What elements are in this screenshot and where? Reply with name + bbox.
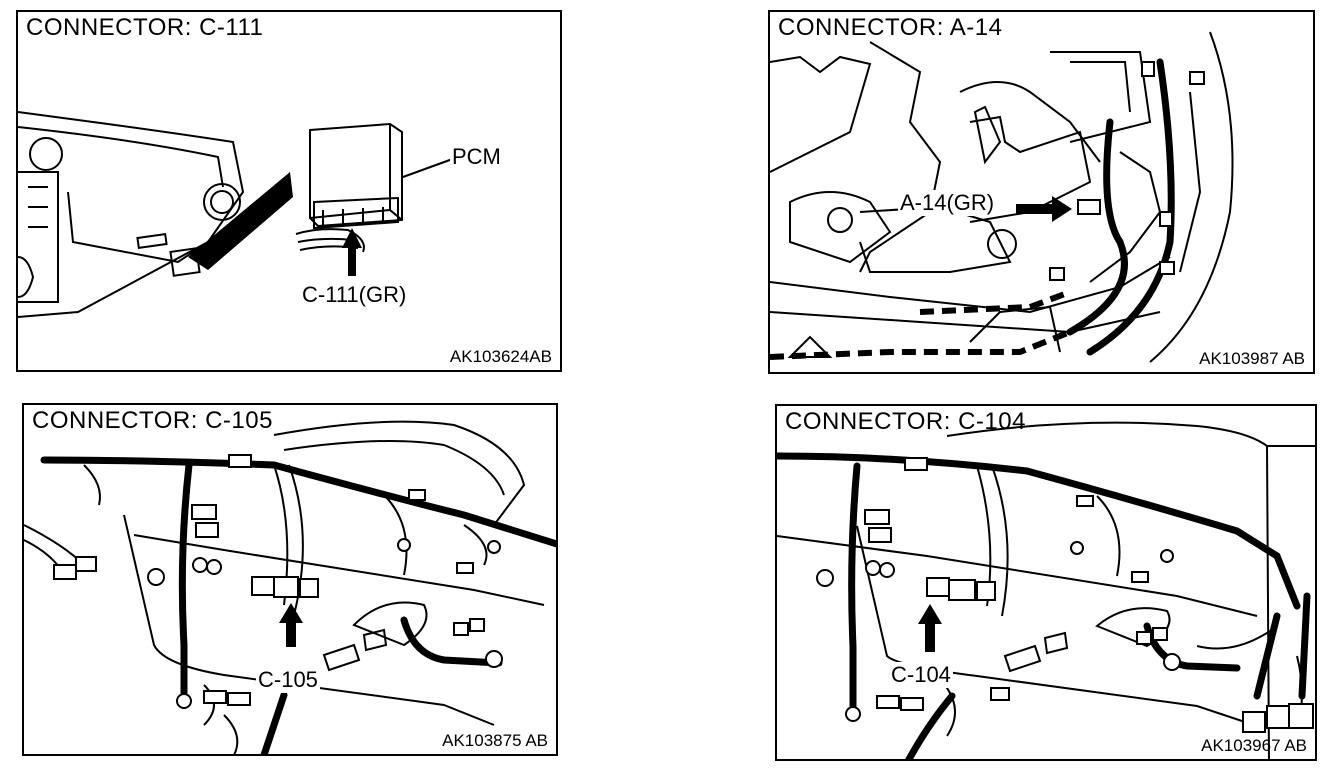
connector-a14-label: A-14(GR) [898, 190, 997, 216]
c104-arrow [918, 604, 942, 652]
pcm-unit-drawing [295, 122, 459, 253]
figure-code: AK103967 AB [1201, 736, 1307, 755]
figure-code: AK103624AB [449, 347, 552, 366]
harness-illustration [24, 420, 556, 754]
figure-code: AK103875 AB [442, 731, 548, 750]
connector-c111-label: C-111(GR) [300, 282, 409, 308]
diagram-panel-a14: CONNECTOR: A-14 [768, 10, 1315, 374]
diagram-panel-c105: CONNECTOR: C-105 [22, 403, 558, 756]
figure-code: AK103987 AB [1199, 349, 1305, 368]
c105-arrow [279, 603, 303, 647]
connector-c104-label: C-104 [889, 662, 953, 688]
engine-bay-illustration [770, 31, 1234, 363]
panel-title: CONNECTOR: C-105 [32, 407, 273, 434]
panel-title: CONNECTOR: C-104 [785, 408, 1026, 435]
c111-arrow [342, 228, 362, 276]
dashboard-illustration [18, 111, 459, 318]
panel-title: CONNECTOR: A-14 [778, 14, 1003, 41]
diagram-panel-c111: CONNECTOR: C-111 PCM C-111(GR) A [16, 10, 562, 372]
harness-illustration [777, 421, 1315, 759]
a14-arrow [1016, 196, 1072, 222]
connector-c105-label: C-105 [256, 667, 320, 693]
diagram-panel-c104: CONNECTOR: C-104 [775, 404, 1317, 761]
panel-title: CONNECTOR: C-111 [26, 14, 264, 41]
pcm-label: PCM [450, 144, 503, 170]
